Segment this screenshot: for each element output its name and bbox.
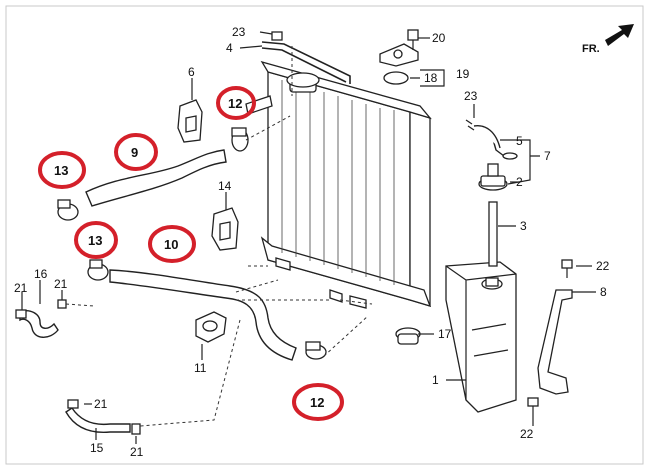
- label-6: 6: [188, 65, 195, 79]
- part-labels: 23 4 20 18 19 23 5 7 2 3 22 8 17 1 22 6 …: [14, 25, 610, 459]
- bolt-22a: [561, 259, 573, 278]
- label-3: 3: [520, 219, 527, 233]
- clip-23a: [271, 31, 283, 41]
- label-4: 4: [226, 41, 233, 55]
- label-15: 15: [90, 441, 104, 455]
- label-5: 5: [516, 134, 523, 148]
- heater-hose: [65, 407, 131, 433]
- clip-21d: [131, 423, 141, 435]
- bolt-22b: [527, 397, 539, 416]
- callout-12-lower: 12: [292, 383, 344, 421]
- lower-mount-cushion: [395, 327, 421, 345]
- hose-clamp-13-upper: [57, 199, 79, 221]
- label-1: 1: [432, 373, 439, 387]
- label-14: 14: [218, 179, 232, 193]
- label-23a: 23: [232, 25, 246, 39]
- label-17: 17: [438, 327, 452, 341]
- label-21a: 21: [94, 397, 108, 411]
- radiator-cap: [286, 72, 320, 88]
- hose-clamp-12-lower: [305, 341, 327, 360]
- mount-cushion: [383, 71, 409, 85]
- label-22a: 22: [596, 259, 610, 273]
- radiator: [245, 60, 432, 309]
- clip-21c: [67, 399, 79, 409]
- clip-21a: [57, 299, 67, 309]
- label-2: 2: [516, 175, 523, 189]
- label-20: 20: [432, 31, 446, 45]
- label-7: 7: [544, 149, 551, 163]
- callout-13-upper: 13: [38, 151, 86, 189]
- small-vent-hose: [473, 125, 501, 149]
- label-23b: 23: [464, 89, 478, 103]
- label-16: 16: [34, 267, 48, 281]
- callout-13-lower: 13: [74, 221, 118, 259]
- label-21d: 21: [14, 281, 28, 295]
- front-direction-arrow: [605, 24, 634, 46]
- tank-cap-assembly: [478, 163, 508, 191]
- reserve-tank: [445, 261, 517, 413]
- label-21b: 21: [130, 445, 144, 459]
- highlighted-label-13-lower: 13: [88, 233, 102, 248]
- callout-12-upper: 12: [216, 86, 256, 120]
- tank-pipe: [488, 201, 498, 267]
- upper-radiator-hose: [85, 149, 227, 207]
- diagram-frame: [5, 5, 644, 465]
- label-22b: 22: [520, 427, 534, 441]
- front-direction-indicator: FR.: [582, 24, 634, 55]
- overflow-pipe: [261, 41, 351, 84]
- upper-mount: [379, 29, 419, 85]
- front-direction-label: FR.: [582, 43, 600, 55]
- lower-radiator-hose: [109, 269, 297, 361]
- label-8: 8: [600, 285, 607, 299]
- label-18: 18: [424, 71, 438, 85]
- highlighted-label-13-upper: 13: [54, 163, 68, 178]
- highlighted-label-9: 9: [131, 145, 138, 160]
- callout-10: 10: [148, 225, 196, 263]
- hose-clamp-12-upper: [231, 127, 249, 152]
- radiator-fins: [281, 80, 395, 285]
- label-21c: 21: [54, 277, 68, 291]
- clip-21b: [15, 309, 27, 319]
- label-11: 11: [194, 361, 207, 375]
- label-19: 19: [456, 67, 470, 81]
- tank-bracket: [537, 289, 573, 395]
- bypass-hose: [19, 310, 59, 338]
- highlighted-labels: 9 10 12 12 13 13: [38, 86, 344, 421]
- highlighted-label-12-lower: 12: [310, 395, 324, 410]
- hose-clamp-13-lower: [87, 259, 109, 281]
- callout-9: 9: [114, 133, 158, 171]
- highlighted-label-10: 10: [164, 237, 178, 252]
- highlighted-label-12-upper: 12: [228, 96, 242, 111]
